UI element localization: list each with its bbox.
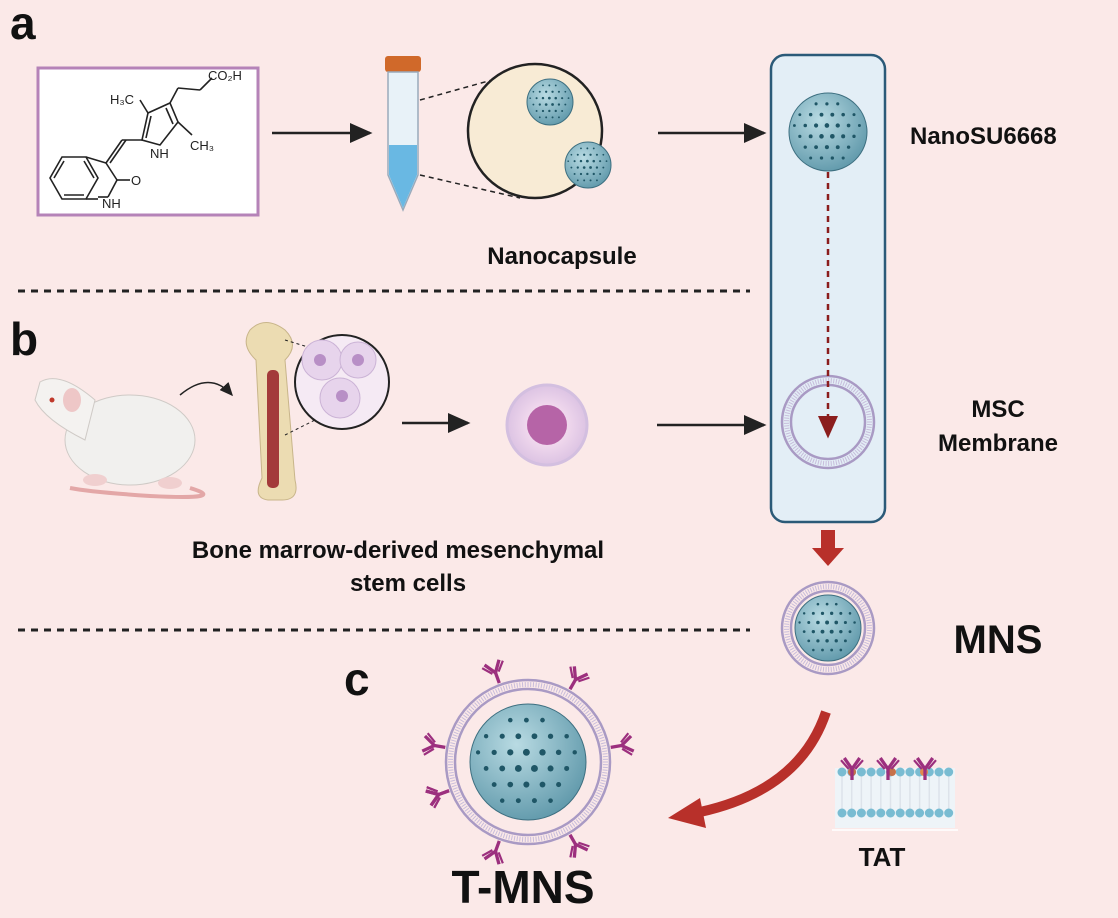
label-mns: MNS (953, 618, 1043, 662)
chem-label-nh-pyrrole: NH (150, 146, 169, 161)
label-msc: MSC (971, 396, 1025, 423)
chem-label-ch3: CH₃ (190, 138, 214, 153)
centrifuge-tube-icon (385, 56, 421, 212)
chem-label-o: O (131, 173, 141, 188)
curved-red-arrow (668, 710, 831, 828)
tat-membrane-icon (832, 757, 958, 831)
label-tmns: T-MNS (451, 861, 595, 913)
nanosu6668-particle-icon (788, 92, 868, 172)
label-bmsc-line1: Bone marrow-derived mesenchymal (191, 537, 605, 564)
antibody-icon (610, 732, 635, 756)
chem-label-nh-indole: NH (102, 196, 121, 211)
chemical-structure-su6668 (49, 77, 213, 200)
antibody-icon (876, 757, 900, 780)
assembly-panel (769, 53, 887, 524)
antibody-icon (481, 840, 504, 865)
mns-core-icon (794, 594, 862, 662)
panel-label-a: a (10, 0, 36, 49)
femur-bone-icon (245, 322, 297, 501)
antibody-icon (568, 833, 590, 858)
antibody-icon (481, 659, 504, 684)
nanoparticle-icon (564, 141, 612, 189)
label-nanocapsule: Nanocapsule (487, 243, 637, 270)
tmns-particle-icon (421, 659, 635, 865)
label-bmsc-line2: stem cells (349, 570, 467, 597)
antibody-icon (425, 786, 450, 809)
tmns-core-icon (469, 703, 587, 821)
antibody-icon (568, 666, 590, 691)
panel-label-c: c (344, 653, 370, 705)
msc-cell-icon (505, 383, 589, 467)
bone-marrow-cells-zoom (294, 334, 390, 430)
antibody-icon (421, 732, 446, 756)
label-nanosu6668: NanoSU6668 (910, 123, 1057, 150)
label-tat: TAT (858, 842, 906, 872)
label-membrane: Membrane (937, 430, 1059, 457)
mns-particle-icon (780, 580, 876, 676)
red-down-arrow (812, 530, 844, 566)
antibody-icon (913, 757, 937, 780)
nanoparticle-icon (526, 78, 574, 126)
chem-label-h3c: H₃C (110, 92, 134, 107)
chem-label-co2h: CO₂H (208, 68, 242, 83)
panel-label-b: b (10, 313, 39, 365)
antibody-icon (840, 757, 864, 780)
rat-icon (34, 378, 206, 499)
